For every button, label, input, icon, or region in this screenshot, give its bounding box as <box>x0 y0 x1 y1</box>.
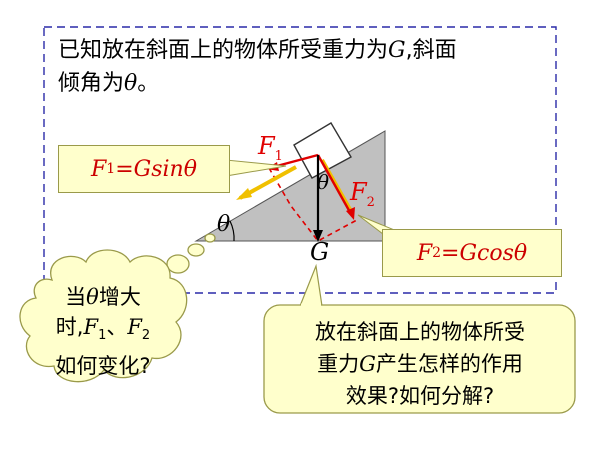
f2-arrow-head <box>346 207 355 220</box>
theta-incline-label: θ <box>217 212 231 237</box>
intro-part2: ,斜面 <box>405 38 457 63</box>
f1-label-sub: 1 <box>274 148 283 164</box>
f1-callout-letter: F <box>91 156 107 182</box>
question-l2-suffix: 产生怎样的作用 <box>375 352 523 376</box>
theta-angle-label: θ <box>317 170 330 194</box>
gravity-arrow-head <box>313 230 323 242</box>
intro-g-symbol: G <box>388 38 406 63</box>
question-pointer <box>299 263 323 307</box>
f1-label-letter: F <box>258 132 275 160</box>
cloud-f2-letter: F <box>127 315 142 339</box>
cloud-theta: θ <box>86 285 99 309</box>
intro-line2-prefix: 倾角为 <box>58 71 125 96</box>
incline-arrow-yellow-head <box>236 188 252 200</box>
f1-callout-sub: 1 <box>106 161 116 177</box>
intro-text: 已知放在斜面上的物体所受重力为G,斜面 倾角为θ。 <box>58 34 558 100</box>
intro-part1: 已知放在斜面上的物体所受重力为 <box>58 38 389 63</box>
f2-callout-eq: =Gcosθ <box>441 240 528 266</box>
cloud-l1-prefix: 当 <box>65 285 87 309</box>
incline-angle-arc <box>229 220 235 242</box>
intro-line2-suffix: 。 <box>137 71 160 96</box>
dashed-frame <box>43 26 557 294</box>
block <box>293 122 352 179</box>
cloud-l3: 如何变化? <box>55 354 151 379</box>
question-g: G <box>359 352 376 376</box>
gravity-label: G <box>310 238 330 266</box>
f2-label-letter: F <box>350 178 367 206</box>
cloud-sep: 、 <box>106 315 128 339</box>
thought-bubble <box>19 233 216 383</box>
f1-callout-eq: =Gsinθ <box>115 156 197 182</box>
f2-arrow <box>316 154 353 215</box>
cloud-f1-letter: F <box>83 315 99 339</box>
f2-callout-letter: F <box>416 240 433 266</box>
question-box <box>263 304 576 414</box>
f1-label: F1 <box>258 132 283 164</box>
f2-label: F2 <box>350 178 375 210</box>
cloud-f2-sub: 2 <box>141 328 151 344</box>
question-l1: 放在斜面上的物体所受 <box>315 320 525 344</box>
question-l2-prefix: 重力 <box>317 352 360 376</box>
f2-label-sub: 2 <box>366 194 375 210</box>
intro-theta-symbol: θ <box>124 71 138 96</box>
thought-bubble-text: 当θ增大 时,F1、F2 如何变化? <box>28 282 178 381</box>
question-l3: 效果?如何分解? <box>345 384 495 408</box>
question-text: 放在斜面上的物体所受 重力G产生怎样的作用 效果?如何分解? <box>270 316 570 412</box>
cloud-f1-sub: 1 <box>98 328 107 344</box>
cloud-l1-suffix: 增大 <box>98 285 141 309</box>
f2-callout-sub: 2 <box>432 245 442 261</box>
cloud-l2-prefix: 时, <box>55 315 84 339</box>
